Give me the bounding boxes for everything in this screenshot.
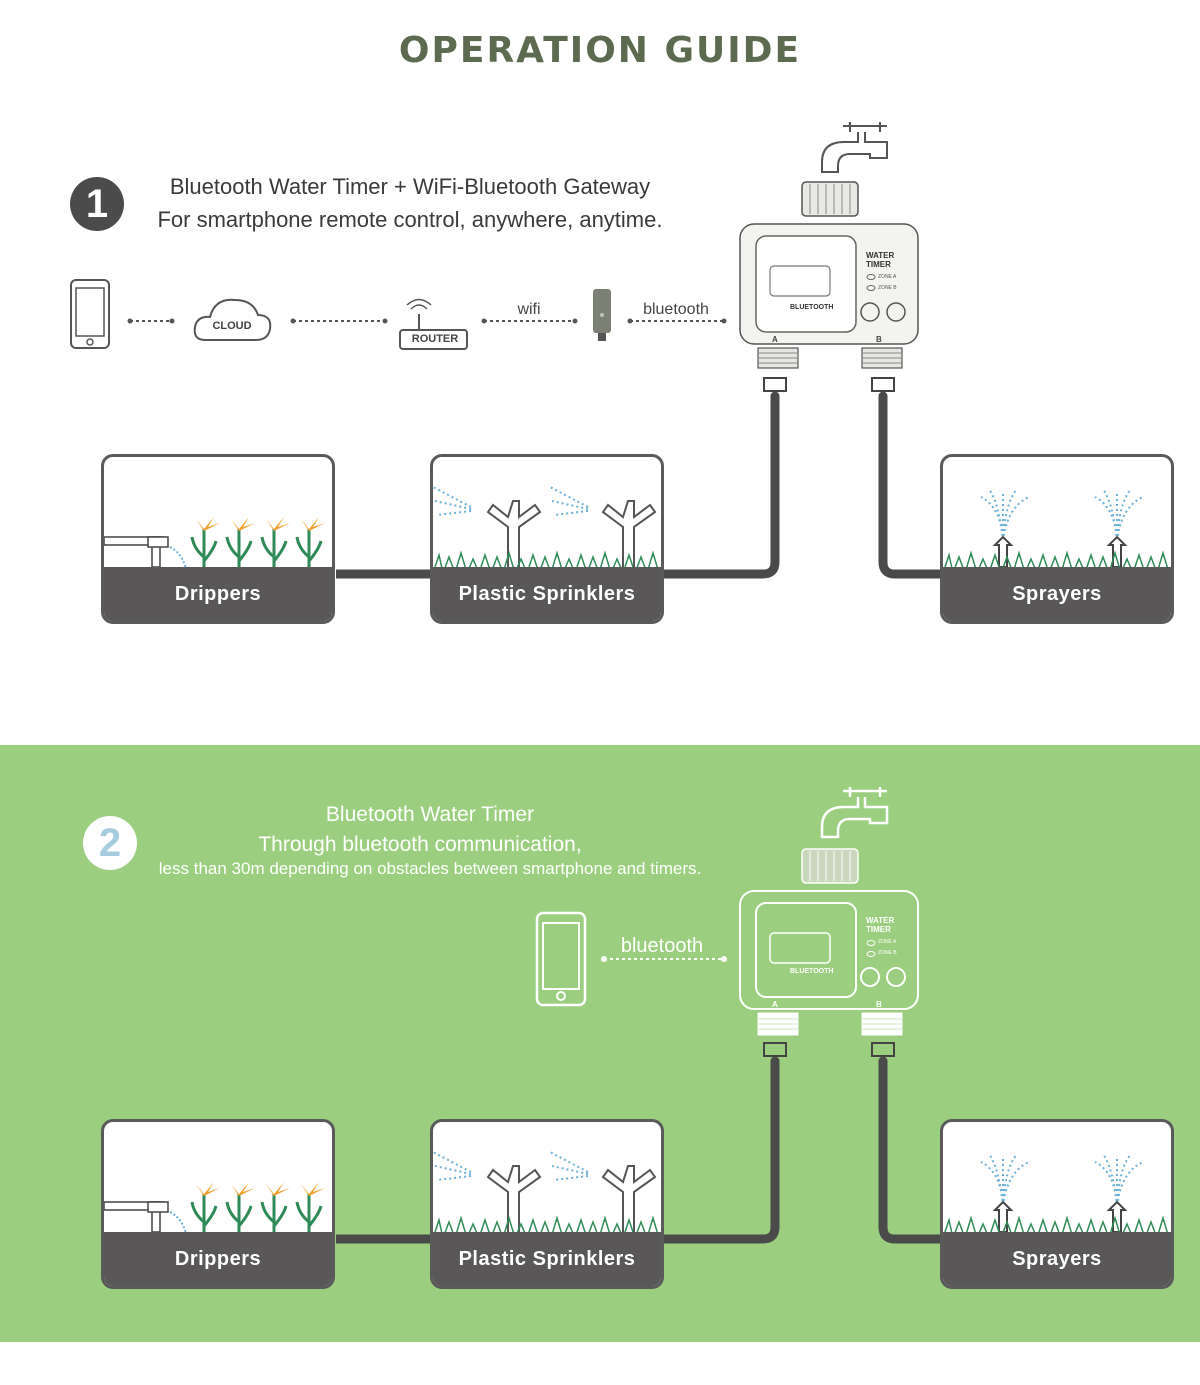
bluetooth-label-1: bluetooth <box>643 301 709 318</box>
section-2-subheading: Through bluetooth communication, <box>258 833 582 856</box>
page-title: OPERATION GUIDE <box>398 30 802 71</box>
drippers-label-2: Drippers <box>104 1232 332 1286</box>
cloud-icon <box>193 298 272 341</box>
sprinklers-panel-1: Plastic Sprinklers <box>430 454 664 624</box>
pipe-a <box>659 391 780 579</box>
communication-chain-1 <box>70 279 727 350</box>
device-label-1: WATER TIMER <box>866 251 894 269</box>
sprayers-panel-1: Sprayers <box>940 454 1174 624</box>
device-title-2: TIMER <box>866 260 891 269</box>
device-brand: BLUETOOTH <box>790 304 834 311</box>
gateway-icon <box>593 289 611 341</box>
water-timer-device <box>739 223 919 345</box>
router-label: ROUTER <box>411 333 459 345</box>
sprayers-label-2: Sprayers <box>943 1232 1171 1286</box>
drippers-panel-1: Drippers <box>101 454 335 624</box>
step-2-badge: 2 <box>83 816 137 870</box>
zone-b-label-2: ZONE B <box>878 950 897 956</box>
device-diagram-1 <box>336 122 947 579</box>
device-diagram-2 <box>336 787 947 1244</box>
device-brand-2: BLUETOOTH <box>790 968 834 975</box>
water-timer-device-2 <box>739 890 919 1010</box>
faucet-icon-2 <box>820 787 889 839</box>
section-2-heading: Bluetooth Water Timer <box>325 803 535 826</box>
section-2-note: less than 30m depending on obstacles bet… <box>158 859 702 878</box>
outlet-b-label: B <box>876 335 882 344</box>
device-title-1: WATER <box>866 251 895 260</box>
bluetooth-label-2: bluetooth <box>620 935 704 957</box>
router-icon <box>399 298 468 350</box>
outlet-b <box>861 347 903 392</box>
sprinklers-label-2: Plastic Sprinklers <box>433 1232 661 1286</box>
sprinklers-label-1: Plastic Sprinklers <box>433 567 661 621</box>
communication-chain-2 <box>535 911 727 1007</box>
outlet-b-label-2: B <box>876 1000 882 1009</box>
outlet-a-label-2: A <box>772 1000 778 1009</box>
outlet-a-2 <box>757 1012 799 1057</box>
smartphone-icon <box>70 279 110 349</box>
zone-a-label-2: ZONE A <box>878 939 897 945</box>
zone-b-label: ZONE B <box>878 285 897 291</box>
pipe-a-2 <box>659 1056 780 1244</box>
section-1-heading: Bluetooth Water Timer + WiFi-Bluetooth G… <box>169 174 651 199</box>
drippers-label-1: Drippers <box>104 567 332 621</box>
outlet-b-2 <box>861 1012 903 1057</box>
step-1-badge: 1 <box>70 177 124 231</box>
pipe-b-2 <box>878 1056 947 1244</box>
outlet-a-label: A <box>772 335 778 344</box>
wifi-label: wifi <box>517 301 541 318</box>
faucet-icon <box>821 122 888 173</box>
device-label-2: WATER TIMER <box>866 916 894 934</box>
sprayers-label-1: Sprayers <box>943 567 1171 621</box>
device-title-1-s2: WATER <box>866 916 895 925</box>
pipe-b <box>878 391 947 579</box>
outlet-a <box>757 347 799 392</box>
smartphone-icon-2 <box>535 911 587 1007</box>
section-1-subheading: For smartphone remote control, anywhere,… <box>157 207 663 232</box>
device-title-2-s2: TIMER <box>866 925 891 934</box>
zone-a-label: ZONE A <box>878 274 897 280</box>
cloud-label: CLOUD <box>212 320 252 332</box>
sprinklers-panel-2: Plastic Sprinklers <box>430 1119 664 1289</box>
sprayers-panel-2: Sprayers <box>940 1119 1174 1289</box>
drippers-panel-2: Drippers <box>101 1119 335 1289</box>
